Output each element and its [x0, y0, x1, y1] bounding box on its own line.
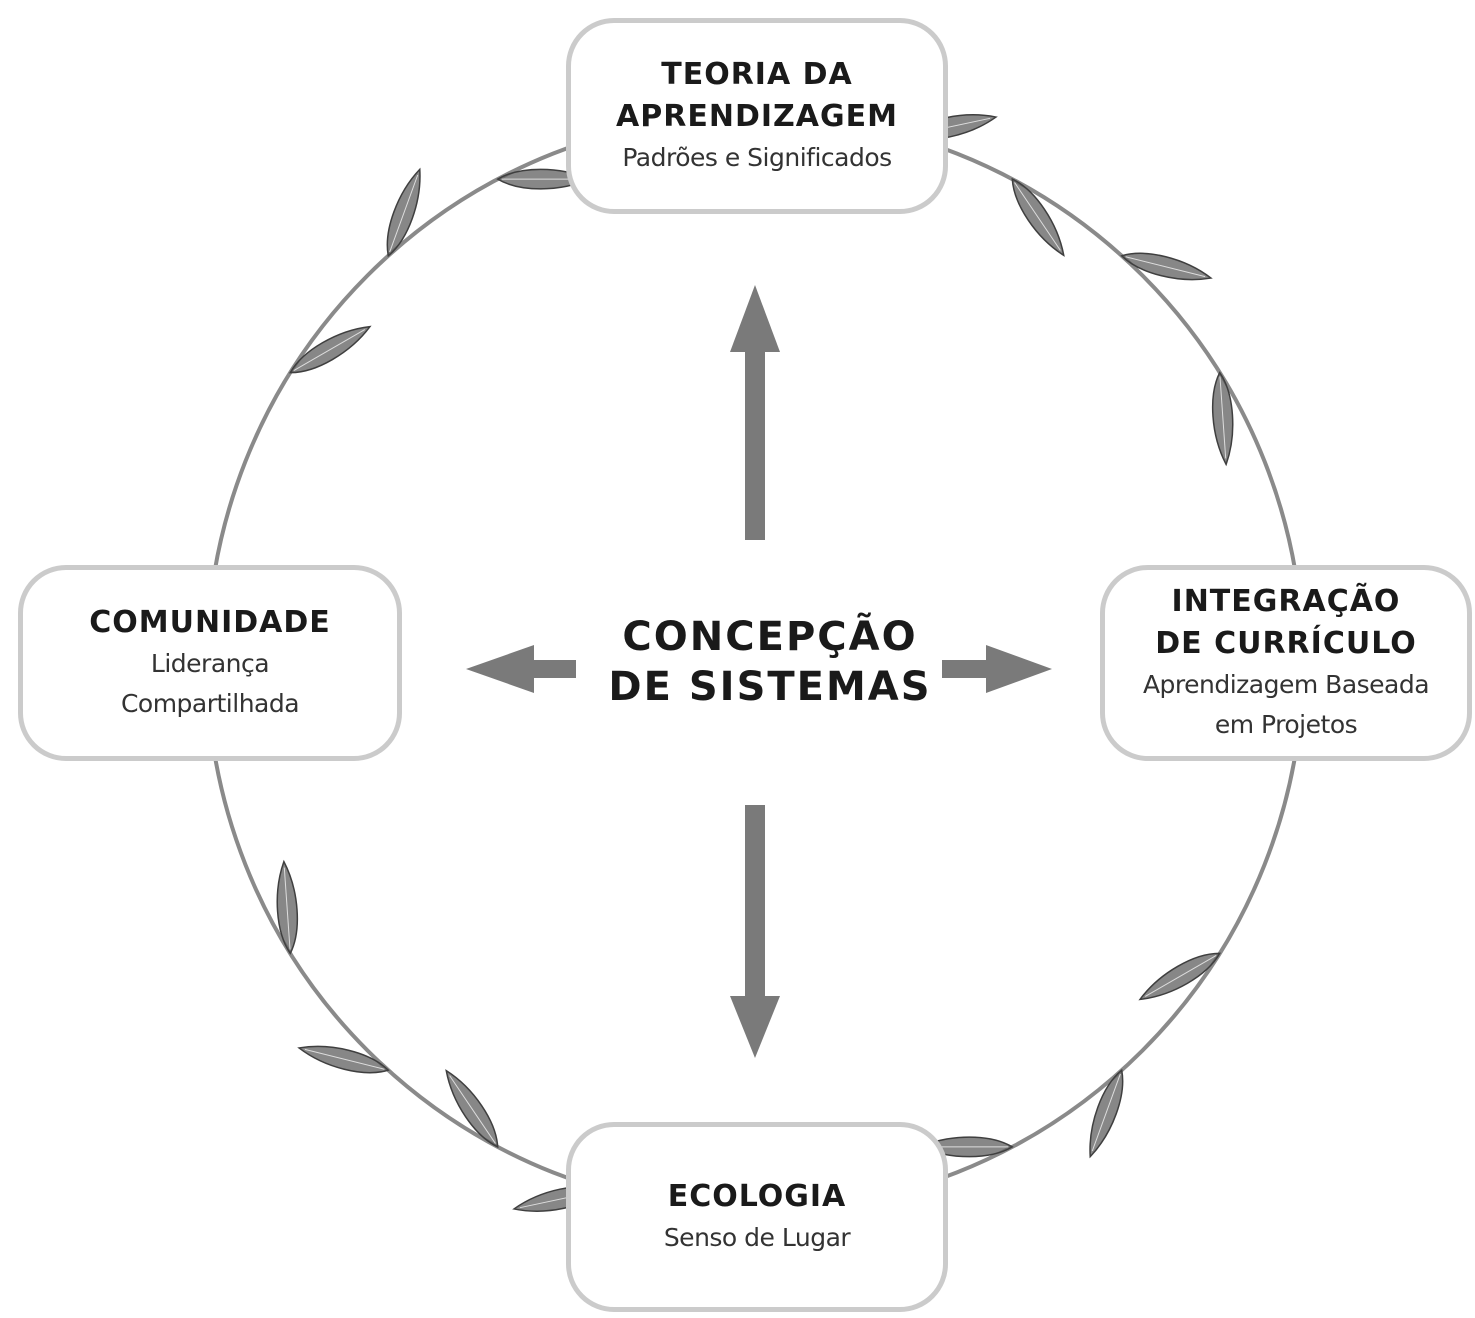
node-subtitle: Senso de Lugar	[663, 1223, 851, 1252]
arrow-down	[730, 805, 780, 1058]
leaf-vein	[293, 329, 366, 372]
node-subtitle: Aprendizagem Baseada em Projetos	[1142, 670, 1430, 739]
node-subtitle: Padrões e Significados	[622, 143, 892, 172]
leaf-vein	[283, 867, 291, 950]
leaf-vein	[1125, 256, 1206, 278]
node-title: TEORIA DA APRENDIZAGEM	[616, 57, 898, 134]
leaf-vein	[1014, 182, 1061, 251]
leaf-vein	[1144, 954, 1217, 997]
leaf-vein	[389, 174, 419, 253]
arrow-left	[466, 645, 576, 693]
node-community: COMUNIDADE Liderança Compartilhada	[18, 565, 402, 761]
node-title: ECOLOGIA	[667, 1179, 847, 1214]
node-learning-theory: TEORIA DA APRENDIZAGEM Padrões e Signifi…	[566, 18, 948, 214]
leaf-vein	[449, 1075, 496, 1144]
node-subtitle: Liderança Compartilhada	[120, 649, 300, 718]
node-ecology: ECOLOGIA Senso de Lugar	[566, 1122, 948, 1312]
center-label: CONCEPÇÃO DE SISTEMAS	[608, 614, 932, 710]
node-curriculum-integration: INTEGRAÇÃO DE CURRÍCULO Aprendizagem Bas…	[1100, 565, 1472, 761]
node-title: COMUNIDADE	[89, 605, 331, 640]
leaf-vein	[1091, 1073, 1121, 1152]
node-title: INTEGRAÇÃO DE CURRÍCULO	[1155, 584, 1417, 661]
arrow-up	[730, 285, 780, 540]
leaf-vein	[1219, 376, 1227, 459]
leaf-vein	[304, 1048, 385, 1070]
arrow-right	[942, 645, 1052, 693]
